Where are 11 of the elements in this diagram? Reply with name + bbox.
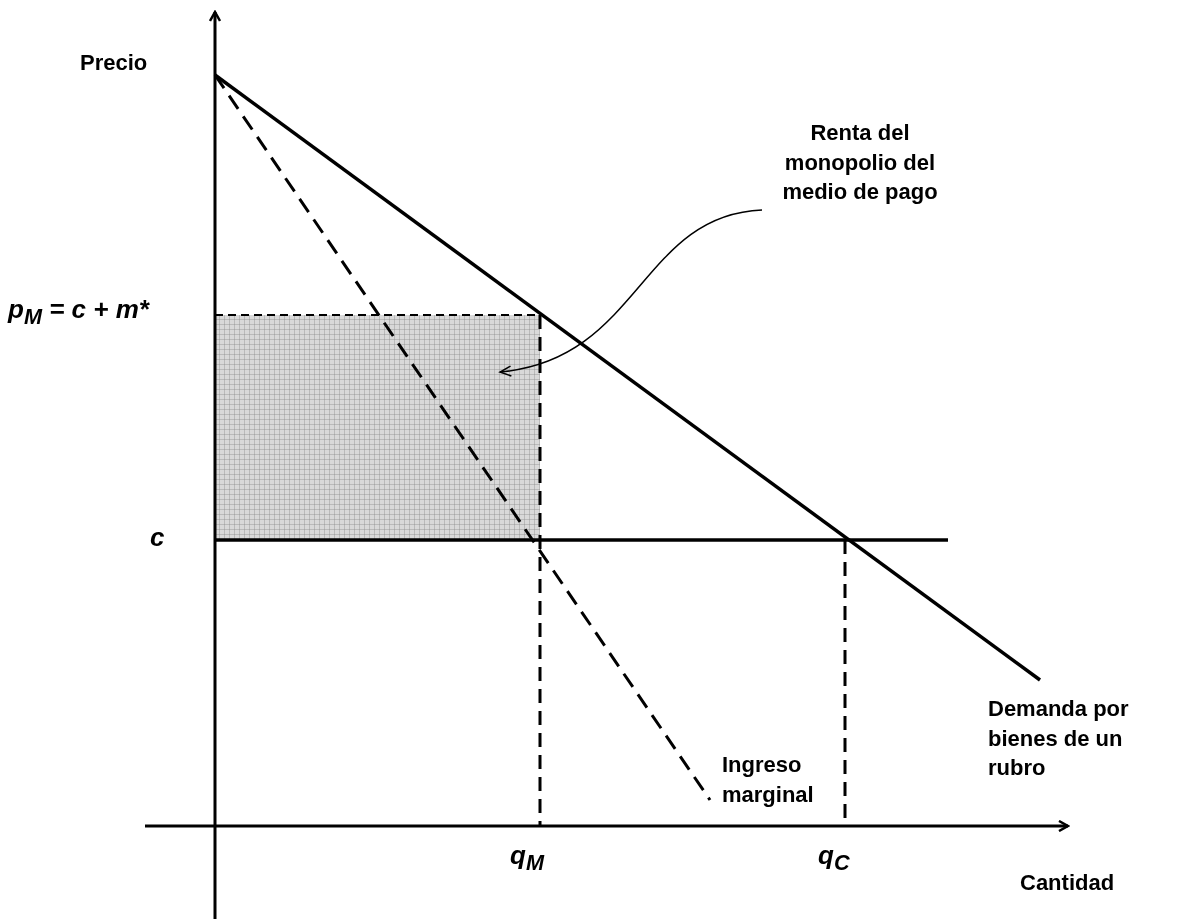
leader-line xyxy=(499,209,763,376)
axis-title: Precio xyxy=(80,49,149,77)
annotation-text: Renta del monopolio del medio de pago xyxy=(760,118,960,208)
cost-label: c xyxy=(150,521,166,554)
quantity-label: q$_{C}$ xyxy=(818,839,851,878)
price-label: p$_{M}$ = c + m* xyxy=(8,293,151,332)
curve-label: Demanda por bienes de un rubro xyxy=(988,695,1130,783)
curve-label: Ingreso marginal xyxy=(722,751,815,809)
quantity-label: q$_{M}$ xyxy=(510,839,546,878)
axis-title: Cantidad xyxy=(1020,869,1116,897)
shaded-area xyxy=(215,315,540,540)
